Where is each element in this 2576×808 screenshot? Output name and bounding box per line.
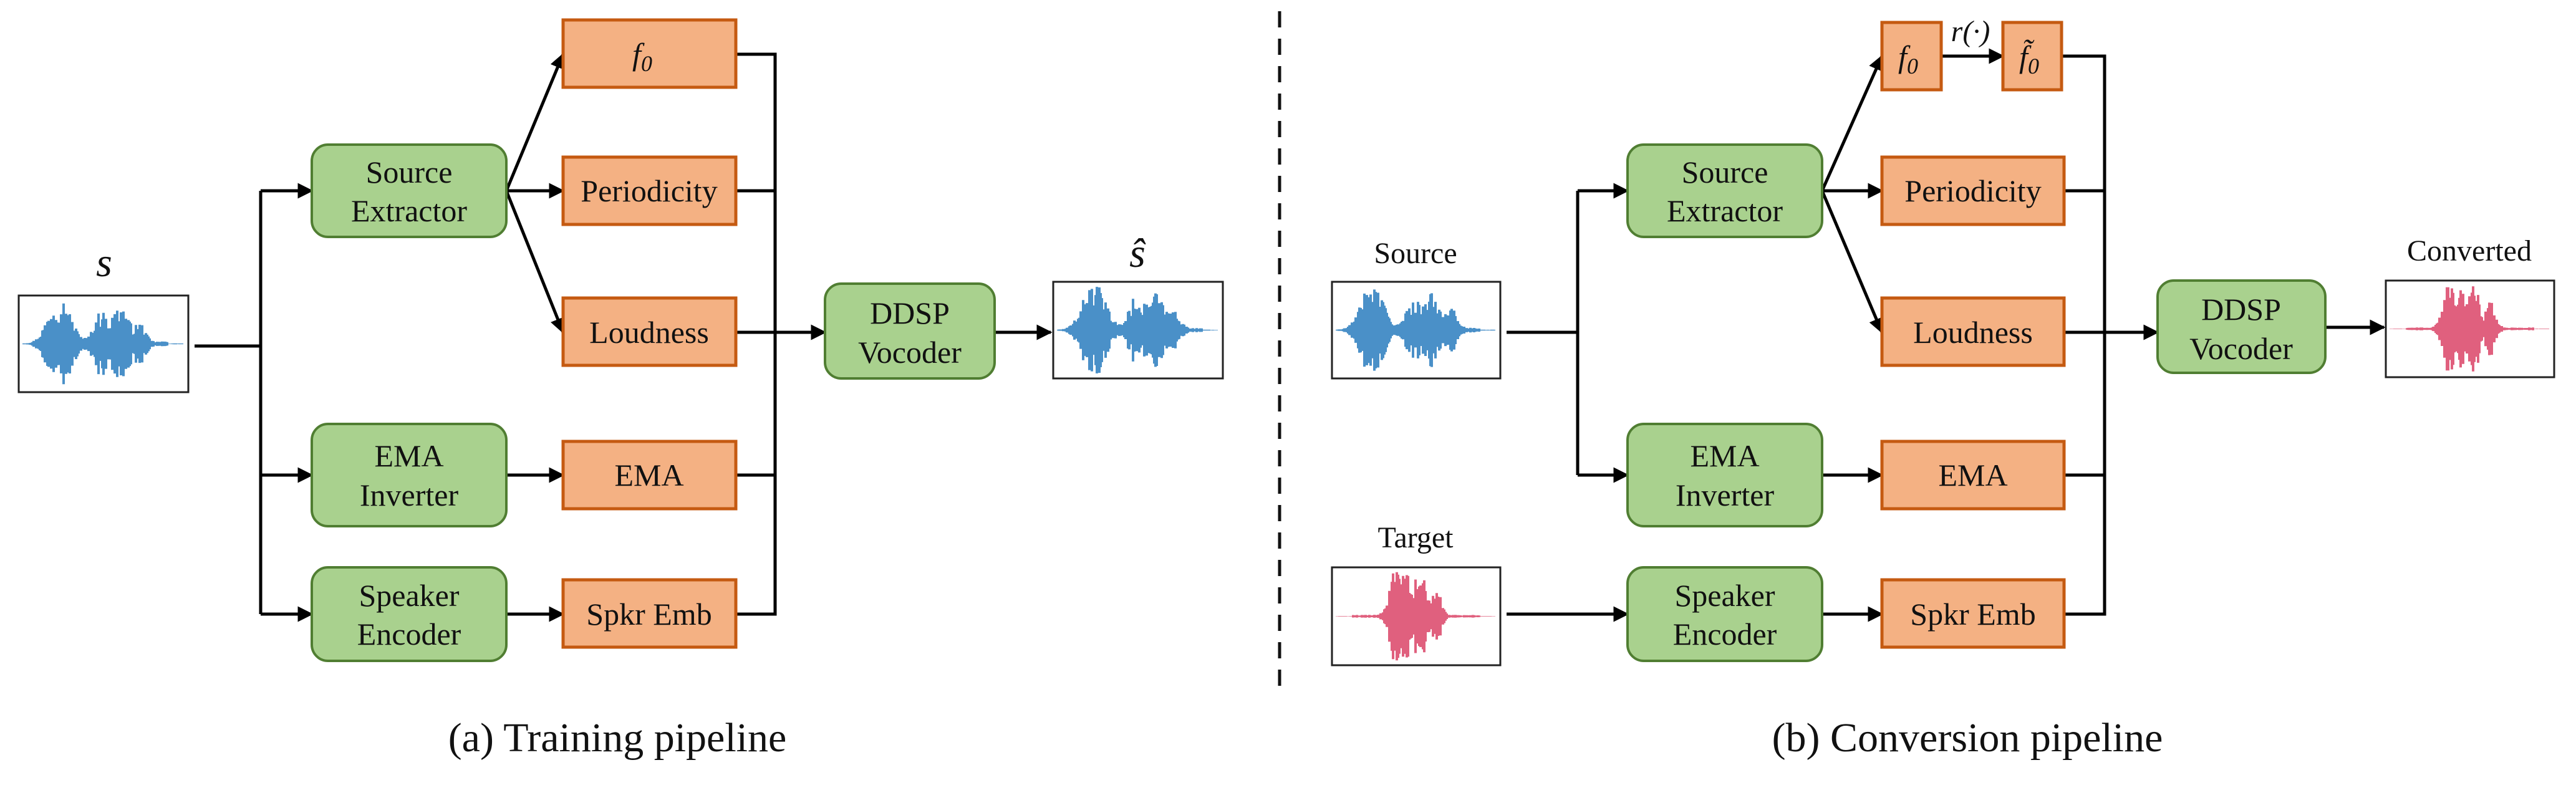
speaker-encoder-block: Speaker Encoder (311, 566, 508, 662)
target-waveform (1336, 572, 1495, 661)
training-input: s (17, 240, 190, 393)
ddsp-vocoder-block: DDSP Vocoder (824, 282, 996, 380)
source-extractor-label-line1: Source (366, 155, 453, 190)
ddsp-vocoder-label-line1: DDSP (870, 296, 950, 330)
source-input: Source (1331, 237, 1502, 380)
conv-periodicity-label: Periodicity (1904, 173, 2041, 208)
input-signal-label: s (96, 240, 112, 286)
conversion-edges (1507, 48, 2386, 622)
speaker-encoder-label-line1: Speaker (359, 578, 459, 613)
loudness-block: Loudness (561, 296, 738, 367)
conv-ema-block: EMA (1880, 440, 2066, 511)
conv-ddsp-vocoder-label-line1: DDSP (2201, 292, 2281, 327)
conv-ema-label: EMA (1938, 458, 2007, 493)
source-extractor-block: Source Extractor (311, 143, 508, 238)
ema-inverter-label-line2: Inverter (360, 478, 459, 512)
ema-inverter-block: EMA Inverter (311, 423, 508, 527)
conversion-caption: (b) Conversion pipeline (1772, 715, 2163, 761)
training-edges (195, 52, 1053, 622)
loudness-label: Loudness (589, 315, 709, 350)
spkr-emb-label: Spkr Emb (586, 597, 712, 632)
training-output: ŝ (1052, 231, 1224, 380)
output-signal-label: ŝ (1129, 231, 1146, 276)
conv-ema-inverter-block: EMA Inverter (1626, 423, 1823, 527)
conv-source-extractor-block: Source Extractor (1626, 143, 1823, 238)
speaker-encoder-label-line2: Encoder (357, 617, 461, 652)
source-label: Source (1374, 237, 1457, 270)
ema-block: EMA (561, 440, 738, 511)
output-waveform (1057, 287, 1218, 373)
conv-speaker-encoder-label-line2: Encoder (1673, 617, 1777, 652)
target-label: Target (1377, 521, 1454, 554)
conv-ema-inverter-label-line2: Inverter (1676, 478, 1775, 512)
spkr-emb-block: Spkr Emb (561, 578, 738, 649)
transform-function-label: r(·) (1951, 15, 1990, 48)
conv-f0-block: f0 (1880, 21, 1943, 92)
ema-label: EMA (614, 458, 683, 493)
target-input: Target (1331, 521, 1502, 666)
periodicity-block: Periodicity (561, 155, 738, 226)
training-panel: s Source Extractor EMA Inverter Speaker … (17, 18, 1224, 761)
conv-ema-inverter-label-line1: EMA (1690, 438, 1759, 473)
conv-source-extractor-label-line1: Source (1682, 155, 1768, 190)
ddsp-vocoder-label-line2: Vocoder (858, 335, 962, 370)
conv-ddsp-vocoder-block: DDSP Vocoder (2156, 279, 2327, 374)
conv-periodicity-block: Periodicity (1880, 155, 2066, 226)
conv-speaker-encoder-block: Speaker Encoder (1626, 566, 1823, 662)
converted-output: Converted (2385, 234, 2555, 378)
periodicity-label: Periodicity (581, 173, 717, 208)
ema-inverter-label-line1: EMA (374, 438, 443, 473)
source-extractor-label-line2: Extractor (351, 193, 467, 228)
conversion-panel: Source Target Source Extractor EMA Inver… (1331, 15, 2555, 761)
conv-ddsp-vocoder-label-line2: Vocoder (2189, 331, 2293, 366)
conv-source-extractor-label-line2: Extractor (1667, 193, 1783, 228)
conv-spkr-emb-label: Spkr Emb (1910, 597, 2035, 632)
input-waveform (22, 303, 183, 385)
f0-block: f0 (561, 18, 738, 89)
conv-f0-transformed-block: f̃0 (2001, 21, 2063, 92)
conv-speaker-encoder-label-line1: Speaker (1674, 578, 1775, 613)
converted-label: Converted (2407, 234, 2532, 267)
conv-spkr-emb-block: Spkr Emb (1880, 578, 2066, 649)
conv-loudness-block: Loudness (1880, 296, 2066, 367)
source-waveform (1336, 289, 1495, 371)
converted-waveform (2390, 286, 2549, 372)
conv-loudness-label: Loudness (1913, 315, 2033, 350)
training-caption: (a) Training pipeline (448, 715, 787, 761)
